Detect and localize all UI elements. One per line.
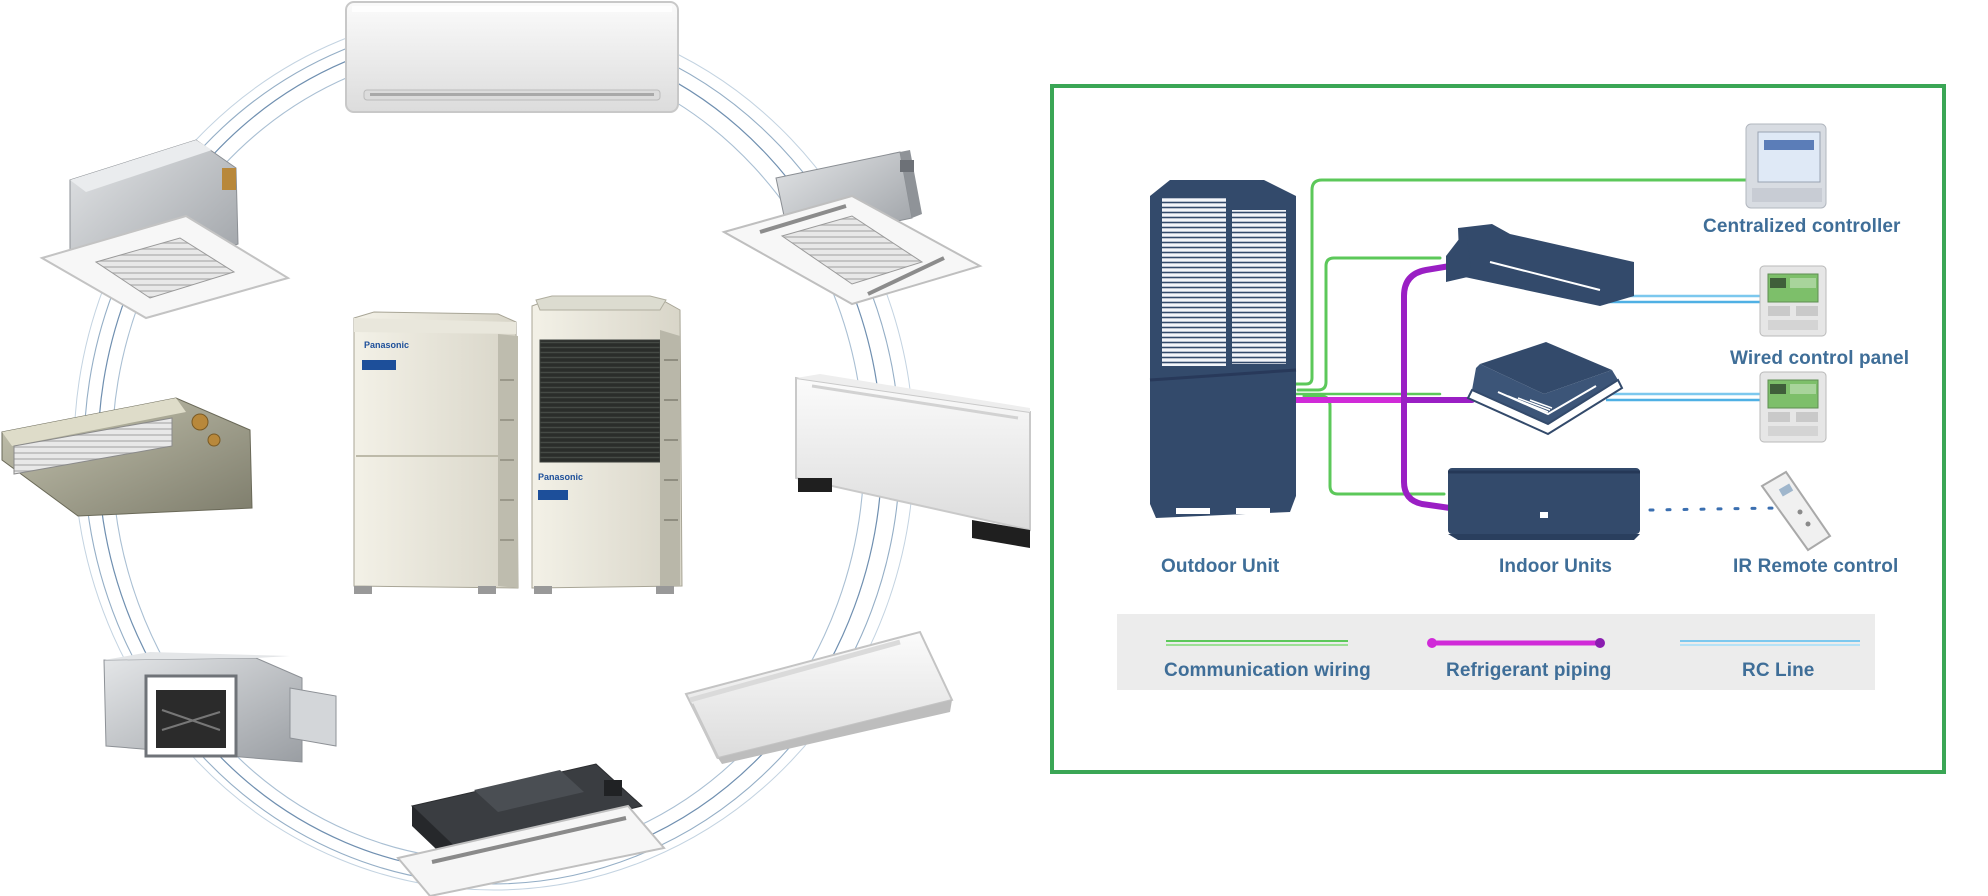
diagram-frame	[1050, 84, 1946, 774]
refrigerant-piping-lines	[1289, 263, 1475, 511]
mini-cassette-unit	[39, 139, 291, 320]
legend-swatch-rc-line	[1680, 640, 1860, 646]
outdoor-unit-pair: Panasonic Panasonic	[353, 295, 683, 594]
legend-label-communication-wiring: Communication wiring	[1164, 660, 1371, 681]
centralized-controller-icon	[1745, 123, 1827, 209]
diagram-outdoor-unit-icon	[1149, 180, 1297, 518]
legend-box	[1117, 614, 1875, 690]
ir-remote-icon	[1760, 470, 1832, 552]
label-centralized-controller: Centralized controller	[1703, 216, 1901, 237]
floor-standing-unit	[795, 374, 1031, 548]
label-wired-control-panel: Wired control panel	[1730, 348, 1910, 369]
4-way-cassette-unit	[721, 150, 983, 306]
communication-wiring-lines	[1290, 178, 1762, 496]
brand-text-right: Panasonic	[538, 472, 583, 482]
label-outdoor-unit: Outdoor Unit	[1161, 556, 1280, 577]
wired-control-panel-icon-1	[1759, 265, 1827, 337]
diagram-indoor-unit-wall-icon	[1448, 468, 1640, 540]
legend-label-refrigerant-piping: Refrigerant piping	[1446, 660, 1612, 681]
slim-ducted-unit	[1, 397, 253, 517]
1-way-cassette-unit	[396, 763, 666, 896]
ceiling-suspended-unit	[684, 630, 954, 764]
high-static-ducted-unit	[103, 652, 337, 763]
legend-swatch-communication	[1166, 640, 1348, 646]
outdoor-unit-right: Panasonic	[531, 295, 683, 594]
outdoor-unit-left: Panasonic	[353, 311, 519, 594]
diagram-indoor-unit-cassette-icon	[1466, 342, 1624, 436]
label-indoor-units: Indoor Units	[1499, 556, 1613, 577]
label-ir-remote-control: IR Remote control	[1733, 556, 1899, 577]
legend-swatch-refrigerant	[1427, 638, 1605, 648]
brand-text-left: Panasonic	[364, 340, 409, 350]
wired-control-panel-icon-2	[1759, 371, 1827, 443]
wall-mounted-unit	[345, 1, 679, 113]
legend-label-rc-line: RC Line	[1742, 660, 1815, 681]
diagram-indoor-unit-ducted-icon	[1446, 224, 1634, 306]
